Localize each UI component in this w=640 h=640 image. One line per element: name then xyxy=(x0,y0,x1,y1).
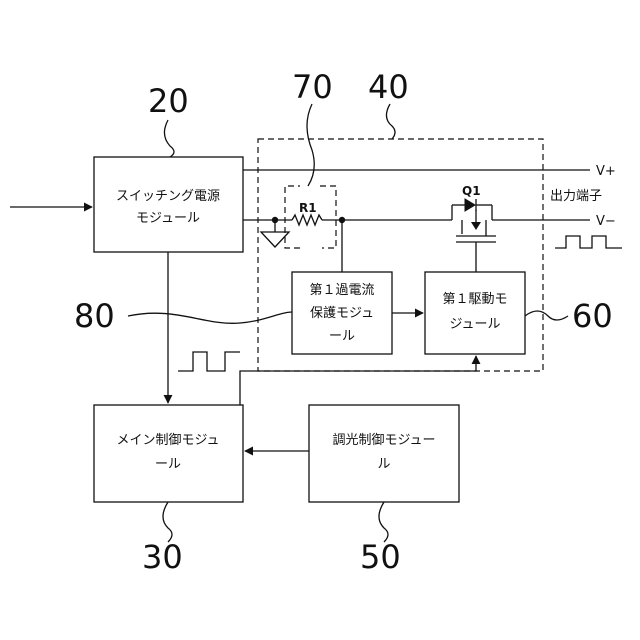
resistor-r1-icon xyxy=(292,215,322,225)
leader-40 xyxy=(386,104,395,139)
driver-module-label-1: 第１駆動モ xyxy=(442,292,507,307)
ref-60: 60 xyxy=(572,297,613,335)
ref-20: 20 xyxy=(148,82,189,120)
transistor-q1-icon xyxy=(452,199,496,242)
ref-40: 40 xyxy=(368,68,409,106)
overcurrent-protection-label-2: 保護モジュ xyxy=(310,305,374,321)
dimming-control-label-1: 調光制御モジュー xyxy=(332,433,435,448)
switching-power-module-box xyxy=(94,157,243,252)
main-control-to-driver-arrow xyxy=(240,356,476,405)
positive-output-label: V+ xyxy=(596,164,616,179)
main-control-module-box xyxy=(94,405,243,502)
leader-80 xyxy=(128,312,292,323)
ref-50: 50 xyxy=(360,538,401,576)
output-pwm-waveform xyxy=(555,236,622,248)
switching-power-module-label-2: モジュール xyxy=(136,211,200,226)
dimming-control-module-box xyxy=(309,405,459,502)
resistor-label: R1 xyxy=(299,201,317,215)
ref-80: 80 xyxy=(74,297,115,335)
leader-30 xyxy=(163,502,172,542)
output-terminal-label: 出力端子 xyxy=(550,189,602,204)
ref-70: 70 xyxy=(292,68,333,106)
ref-30: 30 xyxy=(142,538,183,576)
leader-20 xyxy=(164,120,174,157)
transistor-label: Q1 xyxy=(462,184,481,198)
negative-output-label: V− xyxy=(596,214,616,229)
dimming-control-label-2: ル xyxy=(377,457,390,472)
main-control-module-label-1: メイン制御モジュ xyxy=(116,433,219,448)
main-control-module-label-2: ール xyxy=(155,457,181,472)
control-pwm-waveform xyxy=(178,352,240,371)
overcurrent-protection-label-1: 第１過電流 xyxy=(309,283,374,298)
leader-60 xyxy=(525,311,568,320)
driver-module-label-2: ジュール xyxy=(449,317,500,332)
switching-power-module-label-1: スイッチング電源 xyxy=(116,189,220,204)
leader-70 xyxy=(307,104,314,186)
leader-50 xyxy=(379,502,388,542)
driver-module-box xyxy=(425,272,525,354)
overcurrent-protection-label-3: ール xyxy=(329,329,355,344)
